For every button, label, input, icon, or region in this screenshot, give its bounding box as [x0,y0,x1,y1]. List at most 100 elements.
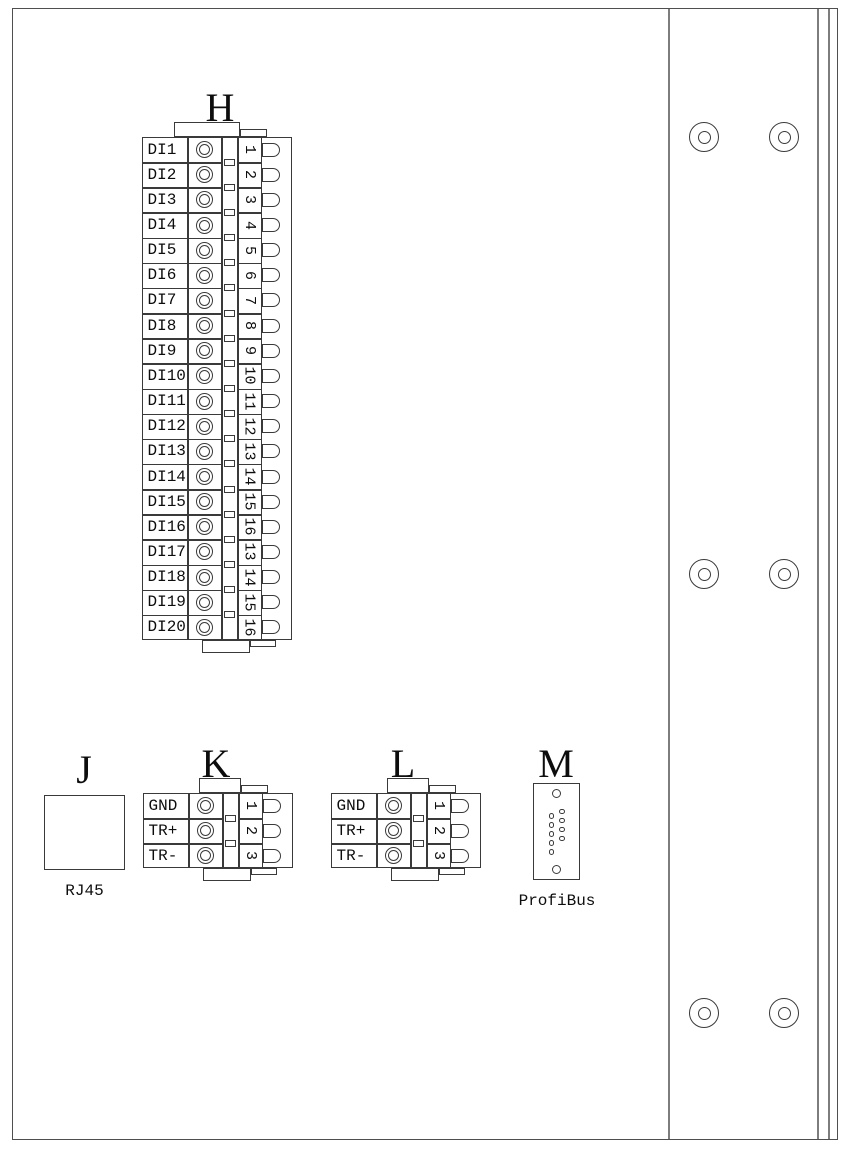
l-row-label: TR+ [336,821,366,840]
h-row-line [142,313,223,315]
h-pin-number: 6 [237,263,262,288]
h-screw-terminal-inner-icon [198,144,210,156]
h-pin-icon [262,444,280,459]
h-rail-clip [223,410,235,418]
mounting-hole-inner-icon [697,130,711,144]
panel-edge-line [828,9,830,1139]
h-row-label: DI12 [147,417,186,436]
h-pin-icon [262,243,280,258]
h-row-line [237,413,262,416]
h-screw-terminal-inner-icon [198,571,210,583]
h-pin-column [260,137,292,640]
mounting-hole-inner-icon [697,567,711,581]
h-screw-terminal-inner-icon [198,294,210,306]
m-pin-icon [548,831,555,837]
h-pin-icon [262,595,280,610]
l-pin-icon [451,798,469,813]
h-row-line [237,262,262,265]
k-column-line [222,793,224,868]
h-pin-number-text: 4 [240,220,258,230]
h-row-line [237,489,262,491]
h-rail-clip [223,359,235,367]
h-rail-clip [223,586,235,594]
h-pin-number-text: 16 [240,517,258,536]
h-pin-icon [262,142,280,157]
m-pin-icon [548,840,555,846]
panel-edge-line [817,9,819,1139]
h-screw-terminal-inner-icon [198,194,210,206]
k-bottom-tab-2 [251,868,277,875]
mounting-hole-inner-icon [777,567,791,581]
h-pin-icon [262,419,280,434]
h-row-label: DI19 [147,593,186,612]
h-row-line [237,237,262,240]
h-pin-number-text: 13 [240,442,258,461]
h-screw-terminal-inner-icon [198,395,210,407]
h-pin-number: 9 [237,338,262,363]
h-row-line [142,539,223,541]
k-pin-icon [263,823,281,838]
h-rail-clip [223,334,235,342]
profibus-connector [533,783,580,880]
h-pin-number: 13 [237,539,262,564]
l-screw-terminal-inner-icon [387,800,399,811]
h-row-line [237,614,262,617]
l-top-tab-2 [429,785,456,793]
h-screw-terminal-inner-icon [198,521,210,533]
h-screw-terminal-inner-icon [198,370,210,382]
l-screw-terminal-inner-icon [387,850,399,861]
block-l-label: L [390,741,416,786]
k-bottom-tab [203,868,251,881]
h-pin-icon [262,394,280,409]
h-row-line [237,287,262,290]
k-screw-terminal-inner-icon [199,825,211,836]
h-pin-number-text: 1 [240,145,258,155]
m-screw-hole-icon [552,865,561,874]
h-pin-icon [262,469,280,484]
h-rail-clip [223,183,235,191]
h-row-label: DI3 [147,190,177,209]
h-row-line [142,212,223,214]
h-rail-clip [223,385,235,392]
h-pin-number: 11 [237,389,262,414]
h-row-label: DI8 [147,316,177,335]
h-screw-terminal-inner-icon [198,471,210,483]
h-row-label: DI4 [147,216,177,234]
h-row-line [142,363,223,365]
h-row-line [237,338,262,340]
l-pin-icon [451,848,469,863]
l-bottom-tab [391,868,439,881]
block-h-label: H [205,85,235,130]
h-pin-icon [262,268,280,283]
block-k-label: K [201,741,231,786]
h-pin-icon [262,318,280,333]
l-pin-number: 3 [426,843,451,868]
l-row-label: GND [336,796,366,815]
h-row-line [237,589,262,592]
l-row-line [426,843,451,845]
k-pin-number: 2 [238,818,263,843]
l-pin-number-text: 2 [429,825,447,836]
h-pin-number-text: 2 [240,170,258,180]
h-row-line [142,614,223,617]
l-pin-number: 2 [426,818,451,843]
h-screw-terminal-inner-icon [198,269,210,281]
k-top-tab [199,778,241,793]
h-pin-icon [262,519,280,534]
l-row-line [331,818,412,820]
h-row-label: DI17 [147,542,186,561]
h-screw-terminal-inner-icon [198,546,210,558]
h-pin-icon [262,368,280,383]
m-pin-icon [559,835,565,842]
k-top-tab-2 [241,785,268,793]
h-pin-icon [262,544,280,559]
h-pin-number-text: 14 [240,467,258,486]
h-top-tab-2 [240,129,267,137]
h-row-line [142,237,223,240]
h-pin-number: 14 [237,464,262,489]
block-j-label: J [76,747,92,792]
h-screw-terminal-inner-icon [198,596,210,608]
h-screw-terminal-inner-icon [198,445,210,457]
k-row-line [143,818,224,820]
